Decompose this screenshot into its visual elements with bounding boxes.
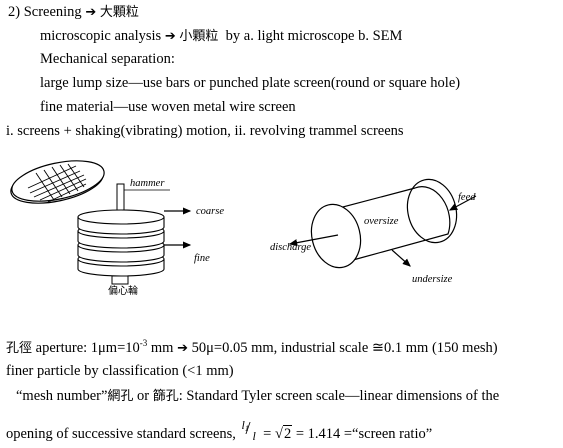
undersize-arrow — [391, 249, 411, 267]
mechanical-separation-line: Mechanical separation: — [40, 51, 175, 67]
aperture-c: 50μ=0.05 mm, industrial scale ≅0.1 mm (1… — [188, 340, 498, 356]
sqrt-two: √2 — [274, 425, 293, 443]
ratio-numerator-sub: 1 — [244, 424, 249, 433]
microscopic-text: microscopic analysis — [40, 28, 162, 44]
discharge-arrow — [288, 234, 339, 247]
right-arrow-icon: ➔ — [164, 29, 176, 44]
screen-types-line: i. screens + shaking(vibrating) motion, … — [6, 123, 404, 139]
fine-material-line: fine material—use woven metal wire scree… — [40, 99, 296, 115]
fine-label: fine — [194, 253, 210, 264]
coarse-label: coarse — [196, 206, 224, 217]
ratio-value: = 1.414 =“screen ratio” — [292, 426, 433, 442]
aperture-b: mm — [147, 340, 174, 356]
mesh-c: : Standard Tyler screen scale—linear dim… — [178, 388, 500, 404]
aperture-line: 孔徑 aperture: 1μm=10-3 mm ➔ 50μ=0.05 mm, … — [6, 338, 498, 357]
mesh-b: or — [133, 388, 153, 404]
ratio-numerator: l — [241, 418, 245, 432]
trommel-cylinder — [310, 178, 458, 269]
screen-stack — [77, 209, 165, 277]
screening-figure: hammer coarse fine 偏心輪 oversize feed dis… — [10, 160, 477, 297]
right-arrow-icon: ➔ — [85, 5, 97, 20]
aperture-exponent: -3 — [139, 338, 148, 348]
undersize-label: undersize — [412, 274, 453, 285]
feed-arrow — [448, 195, 477, 211]
hammer-label: hammer — [130, 178, 165, 189]
ratio-equals: = — [259, 426, 275, 442]
microscopic-rest: by a. light microscope b. SEM — [225, 28, 403, 44]
microscopic-term: 小顆粒 — [179, 29, 219, 44]
section-heading: 2) Screening ➔ 大顆粒 — [8, 4, 139, 21]
ratio-fraction: l1 / l — [241, 418, 256, 443]
mesh-number-line: “mesh number”網孔 or 篩孔: Standard Tyler sc… — [16, 388, 499, 405]
sqrt-sign: √ — [274, 426, 283, 442]
heading-prefix: 2) Screening — [8, 4, 82, 20]
aperture-term: 孔徑 — [6, 341, 33, 356]
discharge-label: discharge — [270, 242, 311, 253]
screen-mesh-disc — [10, 160, 105, 204]
finer-particle-line: finer particle by classification (<1 mm) — [6, 363, 234, 379]
sqrt-radicand: 2 — [282, 425, 293, 442]
opening-text: opening of successive standard screens, — [6, 426, 236, 442]
right-arrow-icon: ➔ — [177, 341, 188, 356]
screen-ratio-line: opening of successive standard screens, … — [6, 418, 433, 443]
mesh-a: “mesh number” — [16, 388, 108, 404]
microscopic-line: microscopic analysis ➔ 小顆粒 by a. light m… — [40, 28, 402, 45]
ratio-denominator: l — [252, 429, 256, 443]
oversize-label: oversize — [364, 216, 399, 227]
aperture-a: aperture: 1μm=10 — [35, 340, 140, 356]
large-lump-line: large lump size—use bars or punched plat… — [40, 75, 461, 91]
hammer: hammer — [116, 178, 170, 215]
feed-label: feed — [458, 192, 476, 203]
heading-term: 大顆粒 — [99, 5, 139, 20]
mesh-term-1: 網孔 — [107, 389, 134, 404]
mesh-term-2: 篩孔 — [152, 389, 179, 404]
eccentric-wheel-label: 偏心輪 — [108, 284, 138, 297]
